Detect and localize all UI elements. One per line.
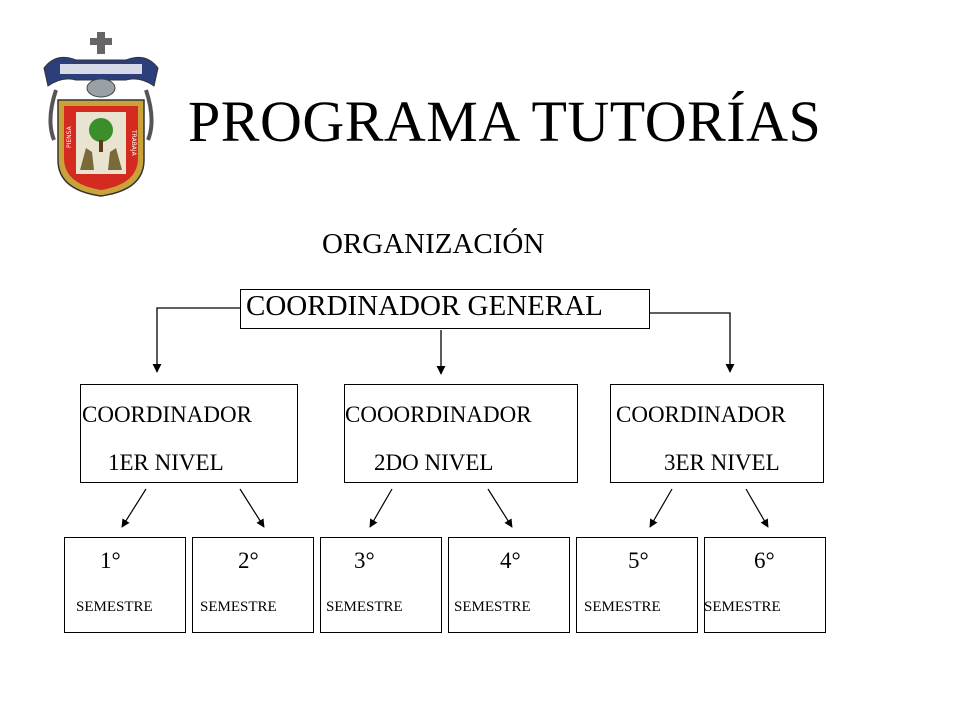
diagram-subtitle: ORGANIZACIÓN [322, 228, 545, 260]
semester-3-label: SEMESTRE [326, 599, 403, 615]
semester-5-box [576, 537, 698, 633]
general-coordinator-box [240, 289, 650, 329]
semester-1-number: 1° [100, 548, 121, 573]
level3-coordinator-title: COORDINADOR [616, 402, 786, 427]
semester-5-number: 5° [628, 548, 649, 573]
semester-1-label: SEMESTRE [76, 599, 153, 615]
lion-left-icon [80, 148, 94, 170]
semester-4-number: 4° [500, 548, 521, 573]
tree-icon [89, 118, 113, 142]
level1-coordinator-title: COORDINADOR [82, 402, 252, 427]
svg-text:TRABAJA: TRABAJA [130, 129, 137, 157]
level2-coordinator-title: COOORDINADOR [345, 402, 532, 427]
semester-5-label: SEMESTRE [584, 599, 661, 615]
semester-2-number: 2° [238, 548, 259, 573]
lion-right-icon [108, 148, 122, 170]
semester-3-number: 3° [354, 548, 375, 573]
connector-level2-to-sem3 [369, 488, 393, 528]
svg-text:PIENSA: PIENSA [66, 125, 73, 148]
semester-2-label: SEMESTRE [200, 599, 277, 615]
level1-coordinator-box [80, 384, 298, 483]
level3-coordinator-box [610, 384, 824, 483]
connector-general-to-level1 [152, 307, 240, 373]
connector-level2-to-sem4 [487, 488, 513, 528]
semester-3-box [320, 537, 442, 633]
level3-coordinator-level: 3ER NIVEL [664, 450, 780, 475]
connector-general-to-level3 [650, 312, 735, 373]
semester-4-label: SEMESTRE [454, 599, 531, 615]
level1-coordinator-level: 1ER NIVEL [108, 450, 224, 475]
university-coat-of-arms-icon: PIENSA TRABAJA [43, 32, 159, 197]
connector-level3-to-sem6 [745, 488, 769, 528]
semester-4-box [448, 537, 570, 633]
semester-6-label: SEMESTRE [704, 599, 781, 615]
semester-1-box [64, 537, 186, 633]
connector-level3-to-sem5 [649, 488, 673, 528]
semester-6-number: 6° [754, 548, 775, 573]
page-title: PROGRAMA TUTORÍAS [188, 89, 822, 154]
level2-coordinator-level: 2DO NIVEL [374, 450, 494, 475]
connector-level1-to-sem2 [239, 488, 265, 528]
general-coordinator-label: COORDINADOR GENERAL [246, 290, 603, 322]
level2-coordinator-box [344, 384, 578, 483]
semester-2-box [192, 537, 314, 633]
semester-6-box [704, 537, 826, 633]
connector-level1-to-sem1 [121, 488, 147, 528]
